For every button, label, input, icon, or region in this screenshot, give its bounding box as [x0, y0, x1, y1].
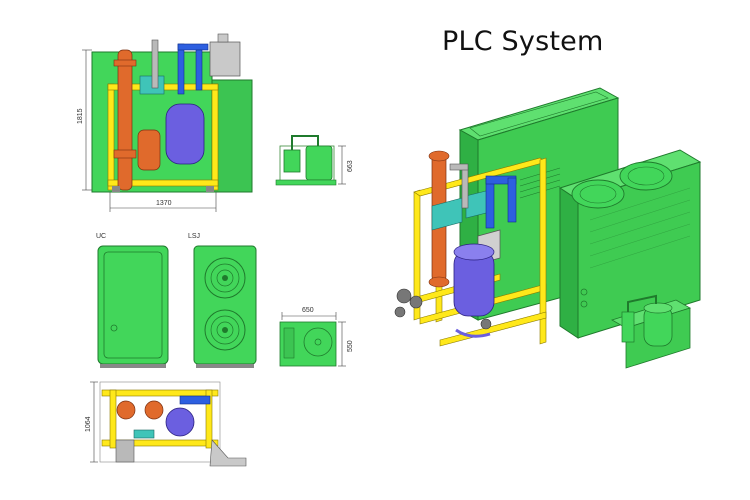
isometric-3d-view [394, 87, 702, 369]
uc-cabinet-view: UC [96, 233, 169, 368]
small-unit-view: 650 550 [279, 307, 354, 367]
front-elevation-view: 1815 1370 [77, 33, 253, 212]
small-unit-height-label: 550 [347, 340, 354, 352]
lsj-label: LSJ [188, 233, 200, 240]
lsj-condenser-view: LSJ [188, 233, 257, 368]
front-width-label: 1370 [156, 200, 172, 207]
bottom-top-view: 1064 [85, 381, 247, 467]
front-height-label: 1815 [77, 108, 84, 124]
small-unit-width-label: 650 [302, 307, 314, 314]
uc-label: UC [96, 233, 106, 240]
bottom-height-label: 1064 [85, 416, 92, 432]
page-title: PLC System [442, 26, 604, 57]
small-side-view: 663 [275, 135, 354, 186]
side-height-label: 663 [347, 160, 354, 172]
